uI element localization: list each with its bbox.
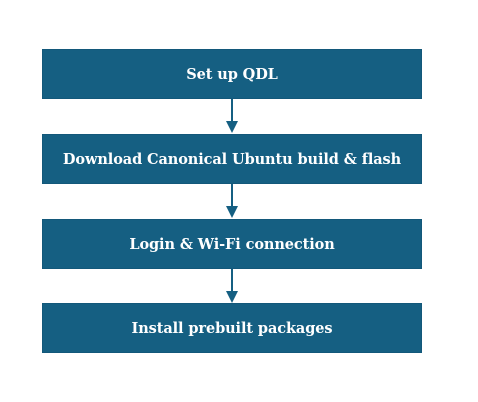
flow-step-label: Download Canonical Ubuntu build & flash (62, 150, 402, 168)
flow-step-label: Login & Wi-Fi connection (129, 235, 335, 253)
flow-arrow-1 (225, 99, 239, 134)
flow-step-download-flash: Download Canonical Ubuntu build & flash (42, 134, 422, 184)
flow-step-login-wifi: Login & Wi-Fi connection (42, 219, 422, 269)
down-arrow-icon (226, 184, 238, 218)
down-arrow-icon (226, 99, 238, 133)
flow-arrow-3 (225, 269, 239, 304)
flow-step-label: Install prebuilt packages (131, 319, 333, 337)
flow-step-install-packages: Install prebuilt packages (42, 303, 422, 353)
flow-step-label: Set up QDL (186, 65, 278, 83)
down-arrow-icon (226, 269, 238, 303)
flow-step-set-up-qdl: Set up QDL (42, 49, 422, 99)
flow-arrow-2 (225, 184, 239, 219)
